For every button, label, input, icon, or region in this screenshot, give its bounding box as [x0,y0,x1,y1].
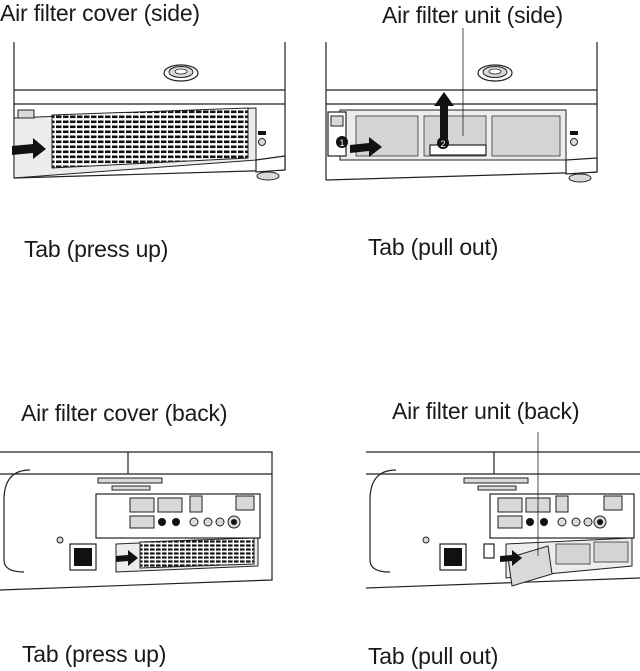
tab-label-cover-side: Tab (press up) [24,236,169,262]
tab-label-cover-back: Tab (press up) [22,641,167,667]
svg-text:2: 2 [440,139,445,149]
arrow-up-icon [434,92,454,140]
step-marker-2: 2 [437,137,449,149]
power-inlet-icon [69,543,97,571]
projector-side-cover-drawing [12,42,286,181]
focus-knob-icon [163,64,199,82]
title-filter-unit-back: Air filter unit (back) [392,398,580,424]
projector-back-unit-drawing [365,432,640,589]
arrow-right-icon [500,550,522,566]
projector-side-unit-drawing: 1 2 [325,28,598,183]
tab-label-unit-side: Tab (pull out) [368,234,499,260]
arrow-right-icon [12,138,46,159]
arrow-right-icon [350,137,382,157]
power-inlet-icon [439,543,467,571]
focus-knob-icon [477,64,513,82]
projector-back-cover-drawing [0,451,273,591]
title-filter-cover-back: Air filter cover (back) [21,400,228,426]
tab-label-unit-back: Tab (pull out) [368,643,499,669]
title-filter-cover-side: Air filter cover (side) [0,0,200,26]
svg-text:1: 1 [339,138,344,148]
step-marker-1: 1 [336,136,348,148]
title-filter-unit-side: Air filter unit (side) [382,2,563,28]
arrow-right-icon [116,550,138,566]
